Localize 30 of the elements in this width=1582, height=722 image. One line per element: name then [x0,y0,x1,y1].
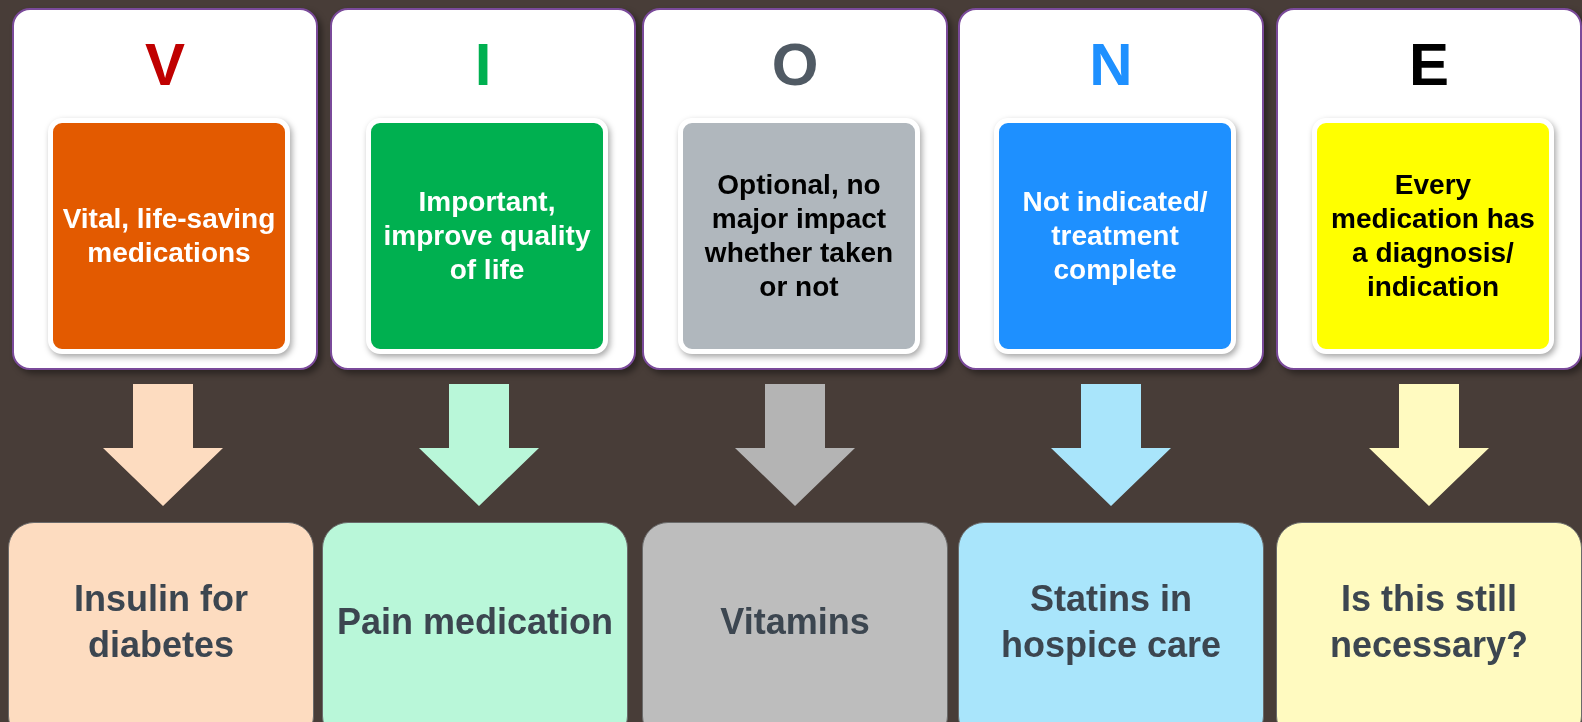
block-arrow [419,384,539,506]
block-arrow [735,384,855,506]
letter-card [958,8,1264,370]
letter-card [330,8,636,370]
category-description: Every medication has a diagnosis/ indication [1330,168,1536,304]
example-text: Is this still necessary? [1328,577,1530,667]
letter-heading: I [473,30,493,100]
letter-heading: E [1408,30,1450,100]
block-arrow [1051,384,1171,506]
letter-heading: V [144,30,186,100]
example-box [958,522,1264,722]
letter-card [1276,8,1582,370]
example-box [1276,522,1582,722]
category-description: Not indicated/ treatment complete [1021,185,1209,287]
example-box [8,522,314,722]
category-description: Vital, life-saving medications [61,202,277,270]
block-arrow [103,384,223,506]
example-text: Insulin for diabetes [73,577,249,667]
example-text: Pain medication [336,600,614,644]
example-text: Vitamins [720,600,870,644]
category-description: Important, improve quality of life [382,185,592,287]
example-box [322,522,628,722]
example-text: Statins in hospice care [999,577,1223,667]
letter-card [642,8,948,370]
block-arrow [1369,384,1489,506]
example-box [642,522,948,722]
category-description: Optional, no major impact whether taken or not [703,168,895,304]
letter-heading: N [1088,30,1134,100]
letter-card [12,8,318,370]
letter-heading: O [770,30,820,100]
